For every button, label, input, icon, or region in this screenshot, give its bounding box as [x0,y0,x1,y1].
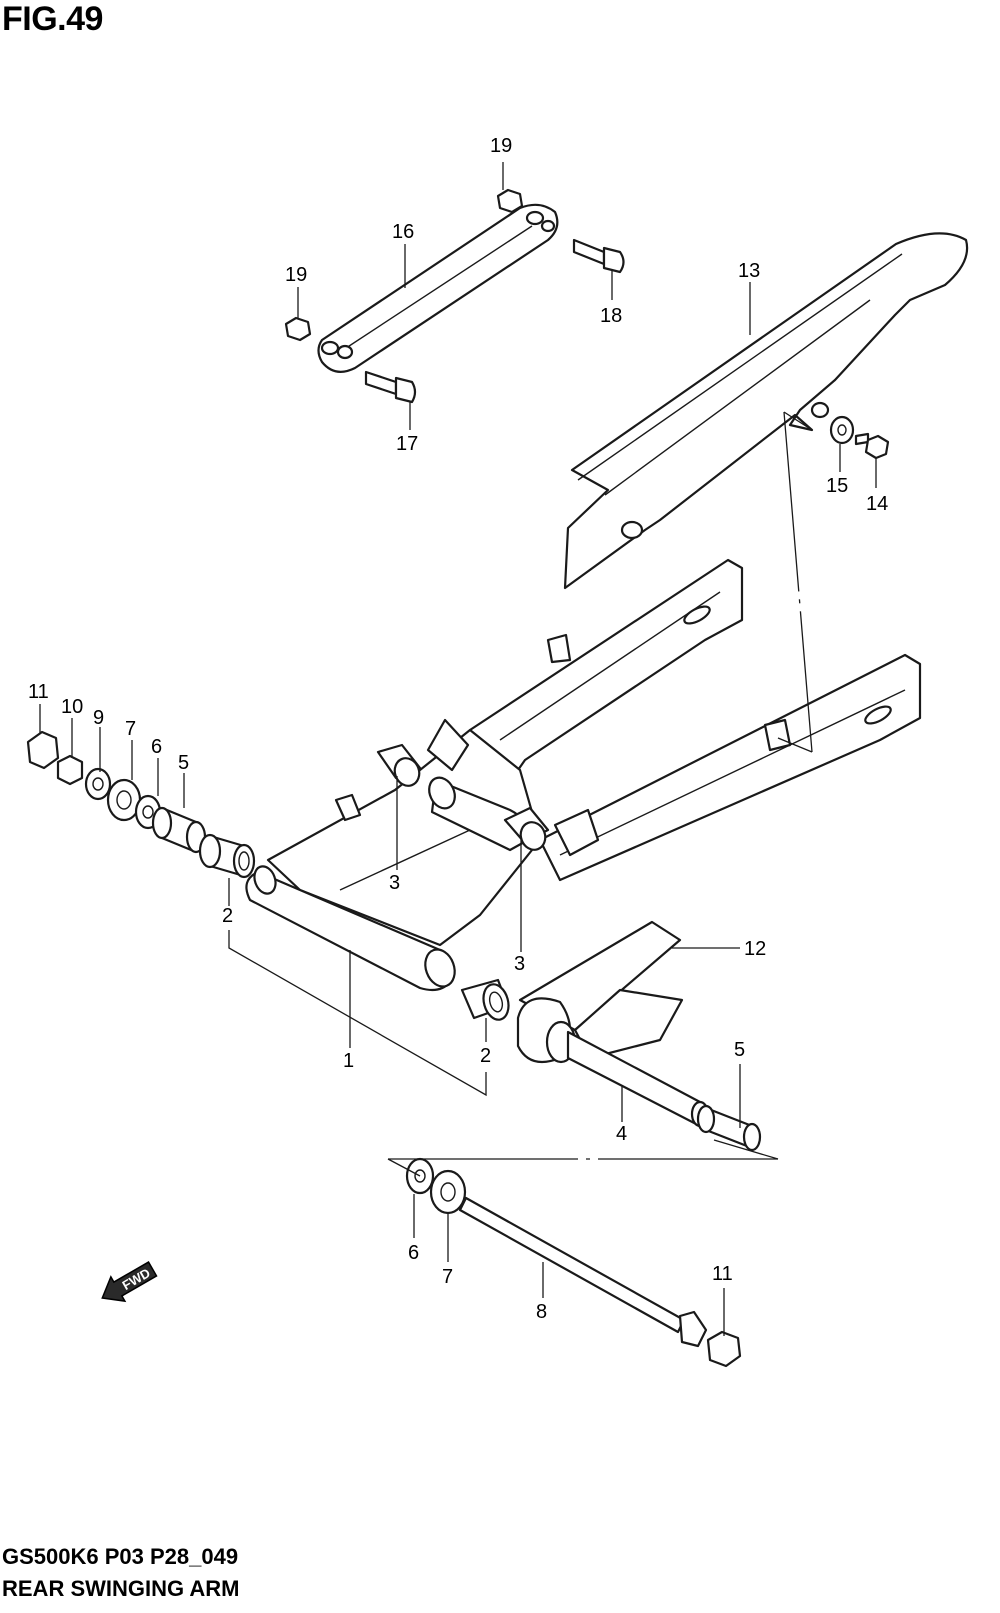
callout-11-bottom: 11 [712,1263,733,1285]
callout-9: 9 [93,707,104,729]
part-2-bearing-right [460,978,510,1021]
figure-title: FIG.49 [2,0,103,38]
callout-3-right: 3 [514,953,525,975]
part-11-nut-left [26,730,60,770]
callout-6-left: 6 [151,736,162,758]
callout-13: 13 [738,260,760,282]
fwd-arrow-icon: FWD [101,1261,158,1303]
callout-7-bottom: 7 [442,1266,453,1288]
callout-14: 14 [866,493,888,515]
callout-8: 8 [536,1301,547,1323]
part-19-nut-top [496,188,524,214]
part-2-bearing-left [198,833,256,879]
part-8-pivot-shaft [458,1196,708,1348]
callout-10: 10 [61,696,83,718]
callout-19-top: 19 [490,135,512,157]
part-1-swing-arm [245,558,922,992]
model-code: GS500K6 P03 P28_049 [2,1544,239,1569]
leader-lines [39,162,877,1336]
part-14-bolt [854,432,890,460]
part-9-washer [84,767,112,801]
part-11-nut-bottom [706,1330,742,1368]
section-name: REAR SWINGING ARM [2,1576,240,1601]
callout-6-bottom: 6 [408,1242,419,1264]
callout-17: 17 [396,433,418,455]
callout-2-right: 2 [480,1045,491,1067]
callout-19-left: 19 [285,264,307,286]
part-10-nut [56,754,84,786]
part-17-bolt [364,370,417,404]
callout-3-left: 3 [389,872,400,894]
part-3-bushing-upper [376,743,422,787]
callout-12: 12 [744,938,766,960]
callout-18: 18 [600,305,622,327]
callout-numbers: 19 16 19 17 18 13 15 14 11 10 9 7 6 5 3 … [28,135,888,1323]
callout-4: 4 [616,1123,627,1145]
part-12-chain-buffer [516,920,684,1064]
part-18-bolt [572,238,625,274]
callout-1: 1 [343,1050,354,1072]
callout-16: 16 [392,221,414,243]
callout-5-right: 5 [734,1039,745,1061]
part-5-collar-right [696,1104,762,1152]
callout-11-left: 11 [28,681,49,703]
part-7-spacer-bottom [429,1169,467,1215]
part-13-chain-case [563,232,969,590]
part-19-nut-left [284,316,312,342]
part-3-bushing-lower [503,806,550,851]
callout-5-left: 5 [178,752,189,774]
part-15-washer [829,415,855,445]
callout-15: 15 [826,475,848,497]
part-16-torque-link [317,203,559,373]
callout-2-left: 2 [222,905,233,927]
callout-7-left: 7 [125,718,136,740]
part-5-collar-left [151,806,207,854]
